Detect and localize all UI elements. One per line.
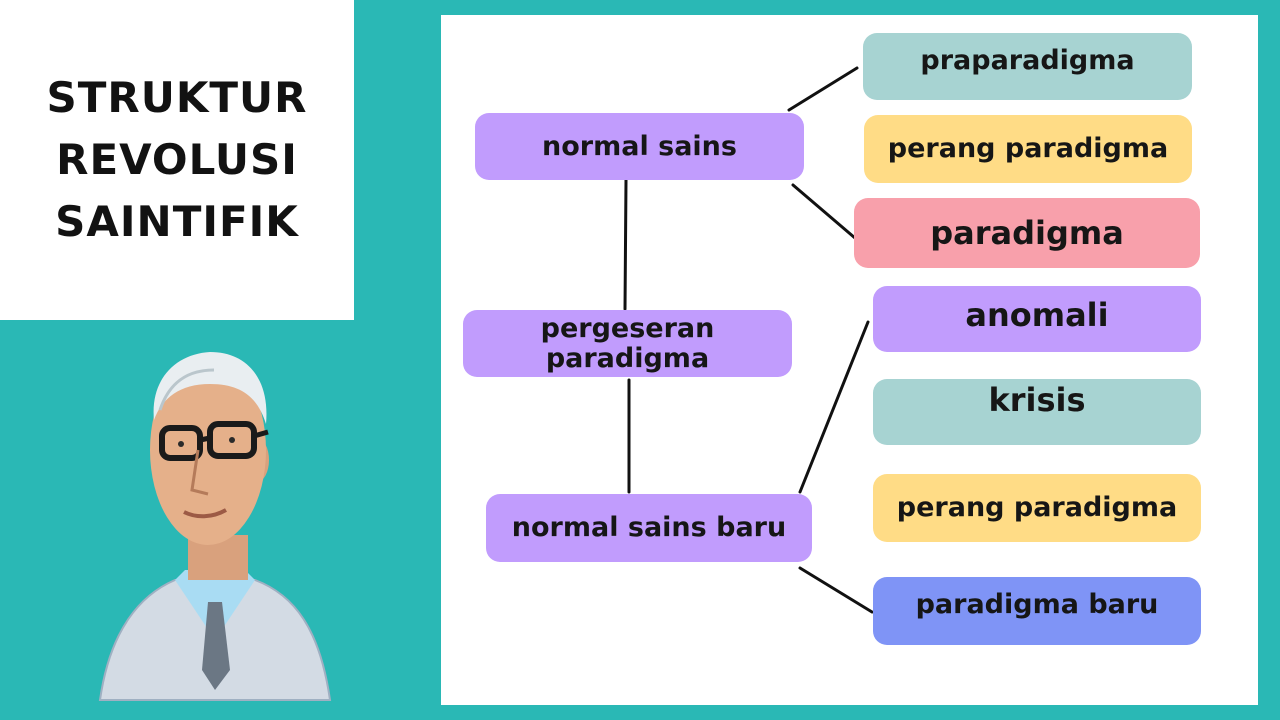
- node-krisis-label: krisis: [988, 381, 1086, 419]
- node-anomali: anomali: [873, 286, 1201, 352]
- title-line-2: REVOLUSI: [56, 135, 298, 184]
- node-pergeseran-paradigma: pergeseran paradigma: [463, 310, 792, 377]
- node-paradigma-baru: paradigma baru: [873, 577, 1201, 645]
- node-paradigma-label: paradigma: [930, 214, 1124, 252]
- thomas-kuhn-portrait-illustration: [98, 352, 332, 701]
- node-normal-sains-baru-label: normal sains baru: [511, 512, 787, 543]
- node-paradigma-baru-label: paradigma baru: [915, 589, 1159, 620]
- node-praparadigma: praparadigma: [863, 33, 1192, 100]
- node-paradigma: paradigma: [854, 198, 1200, 268]
- node-normal-sains-label: normal sains: [542, 130, 737, 162]
- title-panel: STRUKTUR REVOLUSI SAINTIFIK: [0, 0, 354, 320]
- node-perang-paradigma-lower: perang paradigma: [873, 474, 1201, 542]
- node-normal-sains-baru: normal sains baru: [486, 494, 812, 562]
- node-perang-paradigma-upper: perang paradigma: [864, 115, 1192, 183]
- node-praparadigma-label: praparadigma: [920, 45, 1135, 76]
- node-pergeseran-paradigma-label: pergeseran paradigma: [540, 312, 715, 374]
- node-perang-paradigma-upper-label: perang paradigma: [887, 133, 1169, 164]
- title-line-1: STRUKTUR: [46, 73, 308, 122]
- node-krisis: krisis: [873, 379, 1201, 445]
- node-perang-paradigma-lower-label: perang paradigma: [896, 492, 1178, 523]
- node-normal-sains: normal sains: [475, 113, 804, 180]
- title-line-3: SAINTIFIK: [55, 197, 299, 246]
- node-anomali-label: anomali: [965, 296, 1109, 334]
